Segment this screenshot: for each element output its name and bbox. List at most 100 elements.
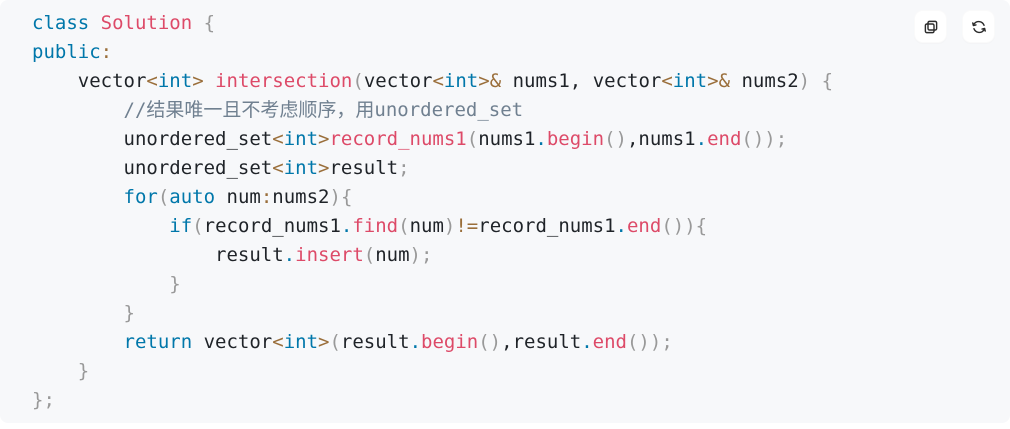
code-token: end <box>707 128 742 150</box>
code-token: result <box>215 244 284 266</box>
code-token: ) <box>443 215 456 237</box>
code-token: int <box>283 128 319 150</box>
code-token: . <box>695 128 708 150</box>
code-token: . <box>409 331 422 353</box>
code-token: nums2 <box>272 186 330 208</box>
code-token: < <box>432 70 444 92</box>
copy-icon <box>922 18 940 36</box>
code-line: //结果唯一且不考虑顺序，用unordered_set <box>32 96 990 125</box>
code-token: //结果唯一且不考虑顺序，用unordered_set <box>123 99 524 121</box>
code-token: num <box>409 215 444 237</box>
code-token <box>89 12 100 34</box>
code-token <box>204 70 215 92</box>
code-token: intersection <box>215 70 353 92</box>
code-token: > <box>318 128 330 150</box>
code-line: class Solution { <box>32 9 990 38</box>
code-token: ( <box>466 128 479 150</box>
code-token: } <box>32 389 44 411</box>
refresh-icon <box>970 18 988 36</box>
code-token: ) <box>409 244 421 266</box>
code-token: ) <box>764 128 776 150</box>
code-token: ( <box>363 244 376 266</box>
code-token: vector <box>77 70 147 92</box>
code-token: < <box>661 70 673 92</box>
code-line: if(record_nums1.find(num)!=record_nums1.… <box>32 212 990 241</box>
code-line: public: <box>32 38 990 67</box>
code-token: int <box>283 157 319 179</box>
code-line: unordered_set<int>result; <box>32 154 990 183</box>
code-token: > <box>318 157 330 179</box>
code-token: ; <box>398 157 410 179</box>
code-token: result <box>329 157 399 179</box>
code-line: }; <box>32 386 990 415</box>
code-token: int <box>672 70 708 92</box>
code-token: nums1 <box>478 128 536 150</box>
code-token: ( <box>329 331 341 353</box>
code-token: > <box>192 70 204 92</box>
code-token: auto <box>169 186 216 208</box>
code-token: , <box>501 331 513 353</box>
code-token: & <box>489 70 502 92</box>
code-token: { <box>695 215 708 237</box>
code-token: return <box>123 331 193 353</box>
code-token: < <box>272 157 284 179</box>
code-token: > <box>707 70 719 92</box>
code-token: end <box>592 331 627 353</box>
code-line: vector<int> intersection(vector<int>& nu… <box>32 67 990 96</box>
code-token: int <box>283 331 319 353</box>
code-token: find <box>352 215 399 237</box>
code-token: num <box>375 244 410 266</box>
code-token: ) <box>684 215 696 237</box>
code-token: record_nums1 <box>478 215 616 237</box>
code-token: } <box>77 360 90 382</box>
code-token: unordered_set <box>123 157 273 179</box>
code-token: class <box>32 12 90 34</box>
code-token: < <box>272 331 284 353</box>
code-token: ) <box>329 186 341 208</box>
code-line: result.insert(num); <box>32 241 990 270</box>
code-token: nums2 <box>730 70 799 92</box>
code-token: , <box>569 70 582 92</box>
code-line: } <box>32 299 990 328</box>
code-token: ; <box>421 244 433 266</box>
code-token: end <box>626 215 662 237</box>
code-content: class Solution {public: vector<int> inte… <box>32 9 990 415</box>
code-line: unordered_set<int>record_nums1(nums1.beg… <box>32 125 990 154</box>
code-token: . <box>283 244 296 266</box>
refresh-button[interactable] <box>962 10 995 43</box>
code-token: () <box>604 128 627 150</box>
code-token: public <box>32 41 101 63</box>
code-token: } <box>123 302 135 324</box>
code-token: begin <box>546 128 605 150</box>
code-token: begin <box>421 331 479 353</box>
code-token: nums1 <box>638 128 696 150</box>
code-token: : <box>260 186 273 208</box>
code-token: { <box>821 70 834 92</box>
code-token: ; <box>775 128 788 150</box>
code-line: return vector<int>(result.begin(),result… <box>32 328 990 357</box>
code-token: Solution <box>100 12 193 34</box>
code-token: ; <box>43 389 55 411</box>
code-token: < <box>272 128 284 150</box>
code-token: () <box>626 331 650 353</box>
code-token: ( <box>157 186 170 208</box>
code-token: & <box>718 70 731 92</box>
code-token: } <box>169 273 181 295</box>
code-token: int <box>443 70 479 92</box>
code-line: for(auto num:nums2){ <box>32 183 990 212</box>
code-token: > <box>478 70 490 92</box>
code-token: vector <box>363 70 433 92</box>
code-line: } <box>32 270 990 299</box>
code-token: . <box>615 215 627 237</box>
code-token: nums1 <box>501 70 570 92</box>
code-token: , <box>626 128 639 150</box>
code-token: { <box>340 186 353 208</box>
code-token: () <box>661 215 685 237</box>
copy-button[interactable] <box>914 10 947 43</box>
code-token: unordered_set <box>123 128 273 150</box>
code-token: vector <box>192 331 273 353</box>
code-token: ; <box>661 331 673 353</box>
code-token: int <box>157 70 193 92</box>
